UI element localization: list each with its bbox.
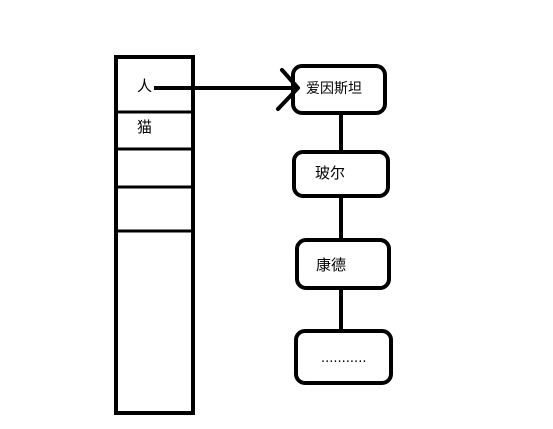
hash-table-box <box>114 55 195 415</box>
list-node-3 <box>295 238 391 290</box>
arrow-head-icon <box>276 68 300 111</box>
list-node-label: 康德 <box>316 256 347 274</box>
list-node-label: 玻尔 <box>315 164 346 182</box>
table-row-label: 猫 <box>137 118 153 136</box>
list-node-label: 爱因斯坦 <box>306 81 362 97</box>
list-node-4 <box>294 329 393 385</box>
table-row-label: 人 <box>137 77 153 95</box>
list-node-2 <box>292 150 390 198</box>
list-node-label: ........... <box>321 351 367 366</box>
